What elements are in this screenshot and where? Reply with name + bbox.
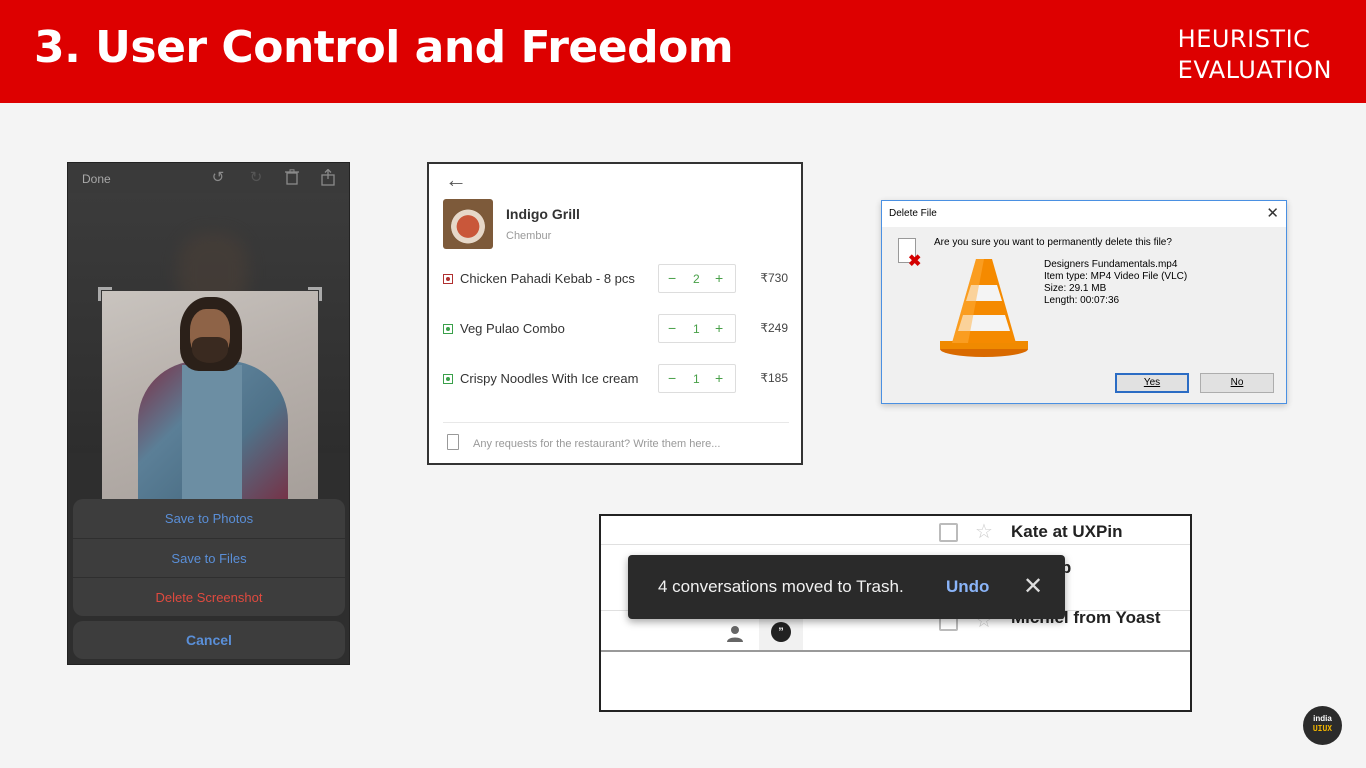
logo-line-1: india (1313, 714, 1332, 723)
decrease-button[interactable]: − (668, 270, 677, 286)
restaurant-request-input[interactable]: Any requests for the restaurant? Write t… (473, 438, 721, 450)
quantity-value: 2 (693, 272, 700, 286)
quantity-value: 1 (693, 322, 700, 336)
non-veg-icon (443, 274, 453, 284)
crop-handle[interactable] (98, 287, 112, 301)
increase-button[interactable]: + (715, 320, 724, 336)
decrease-button[interactable]: − (668, 320, 677, 336)
delete-screenshot-button[interactable]: Delete Screenshot (73, 577, 345, 616)
file-length: Length: 00:07:36 (1044, 295, 1120, 306)
undo-icon[interactable]: ↺ (211, 169, 225, 186)
screenshot-image (102, 291, 318, 511)
file-type: Item type: MP4 Video File (VLC) (1044, 271, 1188, 282)
contacts-icon[interactable] (725, 624, 745, 644)
save-to-files-button[interactable]: Save to Files (73, 538, 345, 577)
restaurant-thumbnail (443, 199, 493, 249)
ios-screenshot-panel: Done ↺ ↻ Save to Photos Save to Files De… (67, 162, 350, 665)
no-label: No (1230, 377, 1244, 388)
dialog-question: Are you sure you want to permanently del… (934, 237, 1172, 248)
item-price: ₹185 (760, 371, 788, 385)
order-item: Crispy Noodles With Ice cream − 1 + ₹185 (443, 364, 788, 394)
trash-icon[interactable] (283, 169, 301, 187)
india-uiux-logo: india UIUX (1303, 706, 1342, 745)
order-item: Chicken Pahadi Kebab - 8 pcs − 2 + ₹730 (443, 264, 788, 294)
order-item: Veg Pulao Combo − 1 + ₹249 (443, 314, 788, 344)
no-button[interactable]: No (1200, 373, 1274, 393)
delete-file-dialog: Delete File ✕ ✖ Are you sure you want to… (881, 200, 1287, 404)
email-row[interactable]: ☆ Kate at UXPin (919, 516, 1190, 558)
file-name: Designers Fundamentals.mp4 (1044, 259, 1178, 270)
close-icon[interactable]: ✕ (1023, 573, 1044, 600)
dialog-title: Delete File (889, 208, 937, 219)
tag-line-1: HEURISTIC (1177, 25, 1311, 53)
quantity-value: 1 (693, 372, 700, 386)
snackbar-message: 4 conversations moved to Trash. (658, 577, 904, 596)
done-button[interactable]: Done (82, 172, 111, 186)
slide-header: 3. User Control and Freedom HEURISTIC EV… (0, 0, 1366, 103)
cancel-button[interactable]: Cancel (73, 621, 345, 659)
item-name: Veg Pulao Combo (460, 321, 565, 336)
action-sheet: Save to Photos Save to Files Delete Scre… (73, 499, 345, 616)
yes-label: Yes (1143, 377, 1161, 388)
slide-tag: HEURISTIC EVALUATION (1178, 24, 1332, 86)
email-checkbox[interactable] (939, 523, 958, 542)
vlc-cone-icon (940, 259, 1028, 357)
veg-icon (443, 324, 453, 334)
close-icon[interactable]: ✕ (1266, 205, 1279, 222)
restaurant-location: Chembur (506, 230, 552, 242)
dialog-titlebar: Delete File ✕ (882, 201, 1286, 227)
item-price: ₹249 (760, 321, 788, 335)
item-name: Crispy Noodles With Ice cream (460, 371, 639, 386)
quantity-stepper: − 2 + (658, 264, 736, 293)
undo-button[interactable]: Undo (946, 577, 990, 596)
file-details: Designers Fundamentals.mp4 Item type: MP… (1044, 259, 1187, 307)
veg-icon (443, 374, 453, 384)
email-sender: Kate at UXPin (1011, 522, 1123, 541)
quantity-stepper: − 1 + (658, 314, 736, 343)
restaurant-name: Indigo Grill (506, 206, 580, 222)
divider (443, 422, 789, 423)
file-icon (898, 238, 916, 263)
decrease-button[interactable]: − (668, 370, 677, 386)
crop-handle[interactable] (308, 287, 322, 301)
save-to-photos-button[interactable]: Save to Photos (164, 511, 254, 526)
redo-icon[interactable]: ↻ (249, 169, 263, 186)
share-icon[interactable] (319, 168, 337, 187)
back-arrow-icon[interactable]: ← (445, 167, 467, 192)
ios-toolbar: Done ↺ ↻ (68, 163, 349, 193)
item-price: ₹730 (760, 271, 788, 285)
quantity-stepper: − 1 + (658, 364, 736, 393)
note-icon (447, 434, 459, 450)
file-size: Size: 29.1 MB (1044, 283, 1107, 294)
food-order-card: ← Indigo Grill Chembur Chicken Pahadi Ke… (427, 162, 803, 465)
item-name: Chicken Pahadi Kebab - 8 pcs (460, 271, 635, 286)
delete-x-icon: ✖ (908, 253, 922, 270)
tag-line-2: EVALUATION (1177, 56, 1332, 84)
hangouts-icon[interactable]: ” (771, 622, 791, 642)
yes-button[interactable]: Yes (1115, 373, 1189, 393)
logo-line-2: UIUX (1312, 724, 1333, 733)
star-icon[interactable]: ☆ (975, 521, 993, 543)
increase-button[interactable]: + (715, 370, 724, 386)
increase-button[interactable]: + (715, 270, 724, 286)
undo-snackbar: 4 conversations moved to Trash. Undo ✕ (628, 555, 1065, 619)
slide-title: 3. User Control and Freedom (34, 22, 734, 73)
